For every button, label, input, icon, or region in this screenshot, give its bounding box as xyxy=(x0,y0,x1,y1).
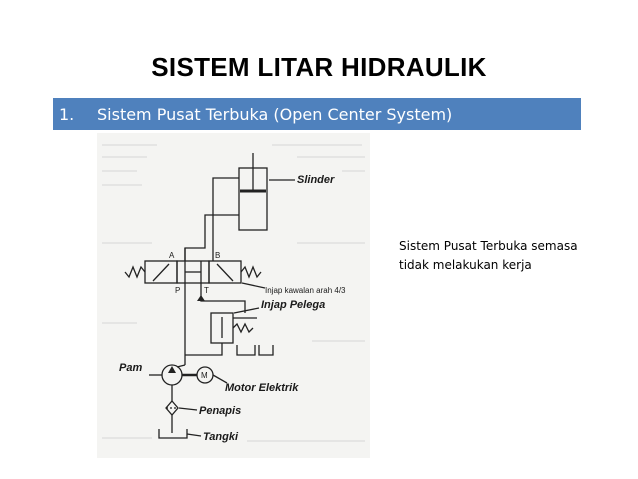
label-injap-kawalan: Injap kawalan arah 4/3 xyxy=(265,286,346,295)
caption-line-1: Sistem Pusat Terbuka semasa xyxy=(399,239,578,253)
label-port-t: T xyxy=(204,286,209,295)
label-motor: Motor Elektrik xyxy=(225,382,299,394)
hydraulic-circuit-svg: Slinder Injap kawalan arah 4/3 Injap Pel… xyxy=(97,133,370,458)
scan-artifacts xyxy=(102,144,365,442)
bullet-number: 1. xyxy=(59,104,75,124)
bullet-bar: 1. Sistem Pusat Terbuka (Open Center Sys… xyxy=(53,98,581,130)
label-penapis: Penapis xyxy=(199,405,241,417)
circuit-lines xyxy=(124,153,295,439)
scan-background xyxy=(97,133,370,458)
hydraulic-circuit-diagram: Slinder Injap kawalan arah 4/3 Injap Pel… xyxy=(97,133,370,458)
label-motor-symbol: M xyxy=(201,371,208,380)
label-port-b: B xyxy=(215,251,220,260)
pump-arrow-icon xyxy=(168,366,176,373)
caption-line-2: tidak melakukan kerja xyxy=(399,258,532,272)
caption: Sistem Pusat Terbuka semasa tidak melaku… xyxy=(399,237,599,275)
label-injap-pelega: Injap Pelega xyxy=(261,299,325,311)
slide-title: SISTEM LITAR HIDRAULIK xyxy=(151,52,487,82)
flow-arrow-icon xyxy=(197,295,205,301)
label-pam: Pam xyxy=(119,362,142,374)
label-tangki: Tangki xyxy=(203,431,239,443)
label-port-p: P xyxy=(175,286,180,295)
tank-symbol xyxy=(158,429,188,439)
label-slinder: Slinder xyxy=(297,174,335,186)
label-port-a: A xyxy=(169,251,175,260)
bullet-text: Sistem Pusat Terbuka (Open Center System… xyxy=(97,104,453,124)
